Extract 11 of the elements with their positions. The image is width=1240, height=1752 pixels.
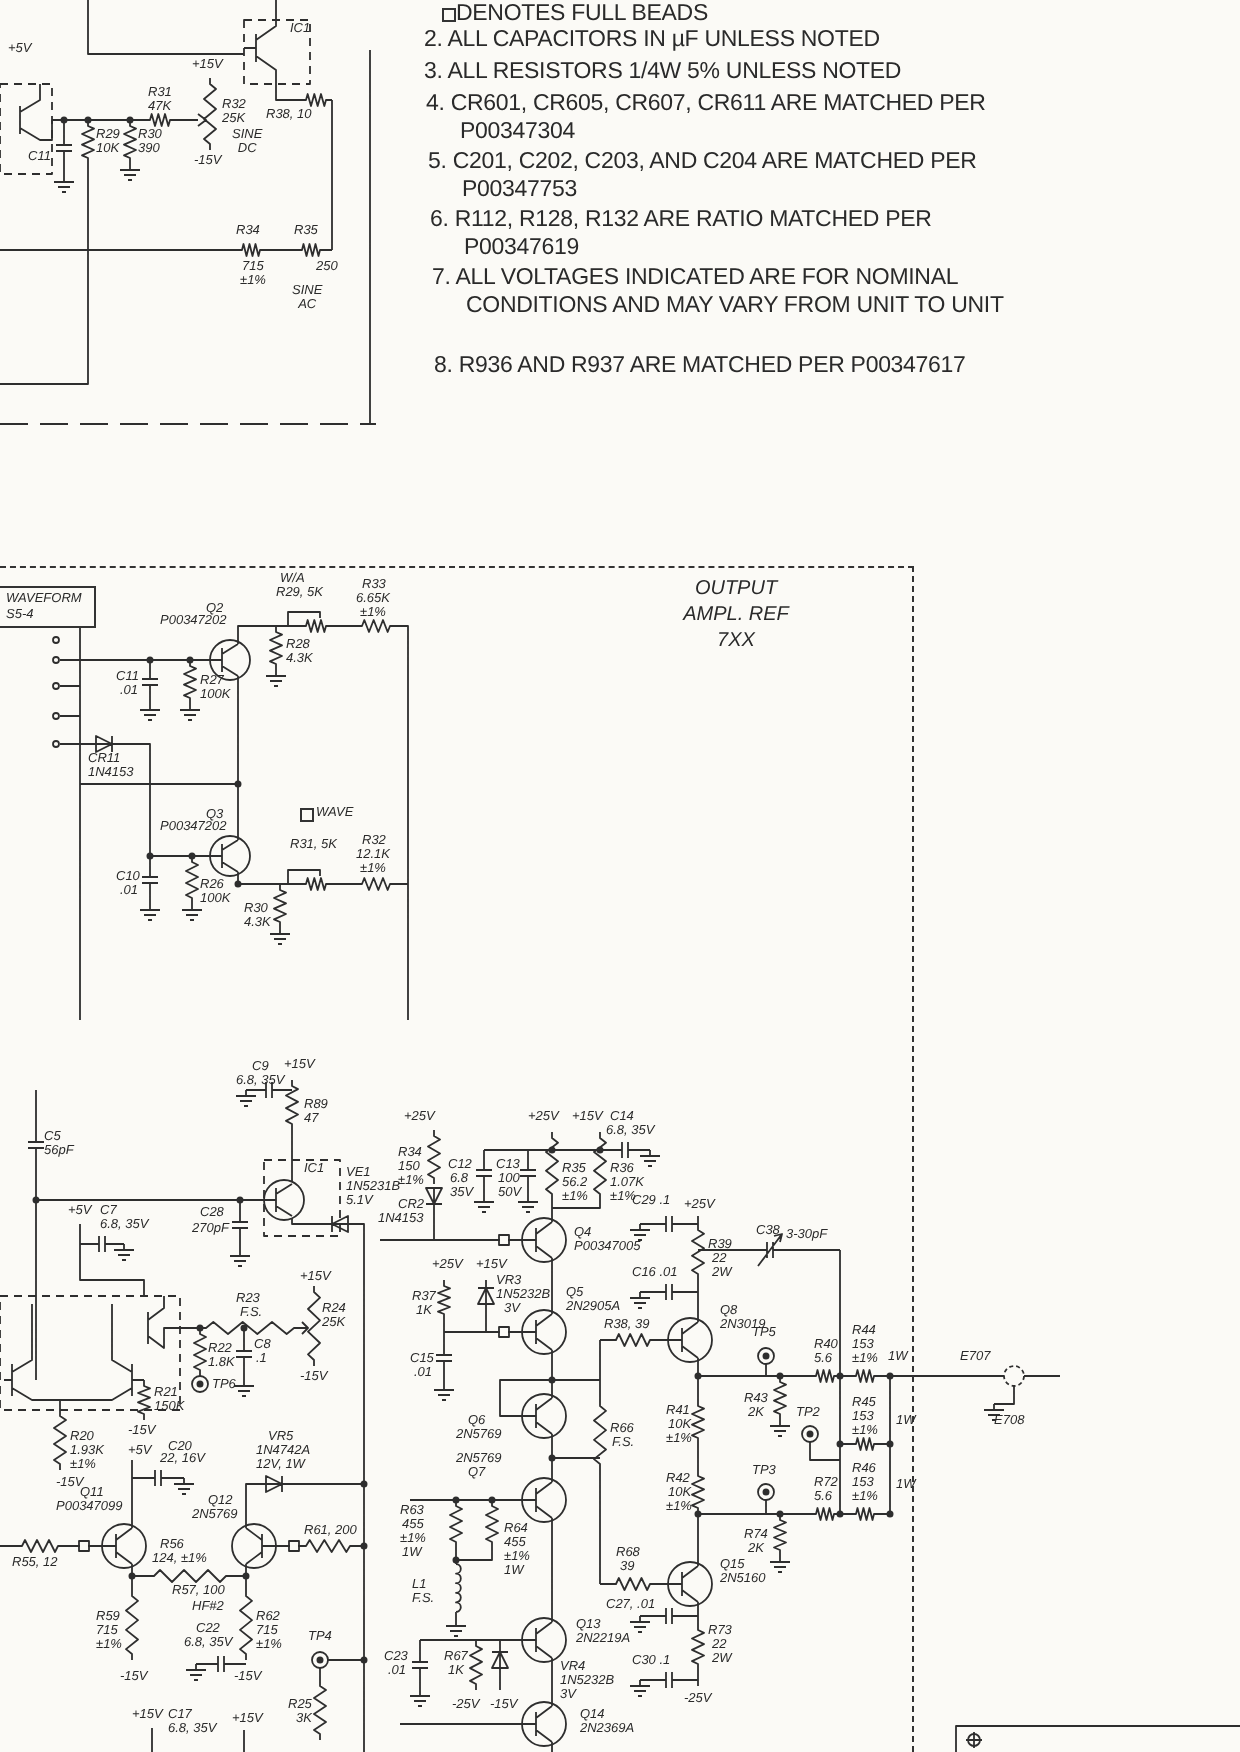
note-text: 3. ALL RESISTORS 1/4W 5% UNLESS NOTED <box>424 58 904 86</box>
note-text: 7. ALL VOLTAGES INDICATED ARE FOR NOMINAL CONDITIONS AND MAY VARY FROM UNIT TO UNIT <box>432 264 1006 320</box>
note-text: 5. C201, C202, C203, AND C204 ARE MATCHED PER P00347753 <box>428 148 979 204</box>
note-text: 8. R936 AND R937 ARE MATCHED PER P00347617 <box>434 352 968 380</box>
section-title: OUTPUT AMPL. REF 7XX <box>680 576 792 654</box>
switch-box <box>0 586 96 628</box>
note-text: 6. R112, R128, R132 ARE RATIO MATCHED PER P00347619 <box>430 206 934 262</box>
note-text: DENOTES FULL BEADS <box>456 0 710 28</box>
note-text: 4. CR601, CR605, CR607, CR611 ARE MATCHED PER P00347304 <box>426 90 988 146</box>
note-text: 2. ALL CAPACITORS IN µF UNLESS NOTED <box>424 26 882 54</box>
dashed-boundary <box>0 566 914 1752</box>
